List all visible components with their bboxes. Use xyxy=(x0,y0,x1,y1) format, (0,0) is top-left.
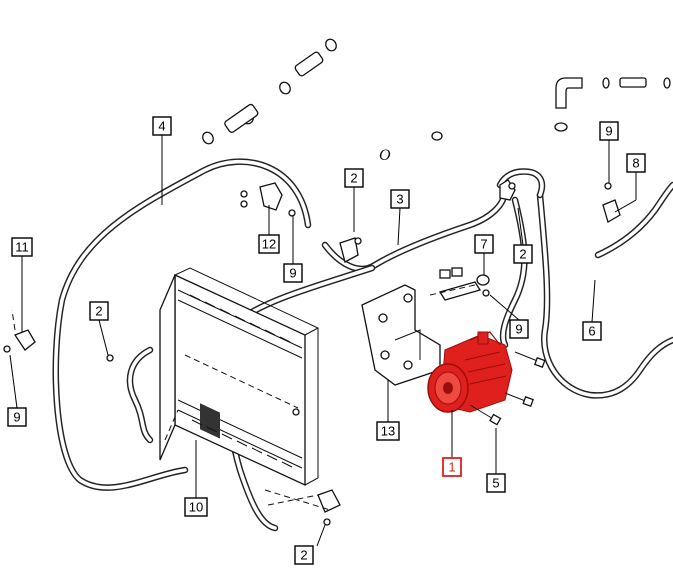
callout-7[interactable]: 7 xyxy=(474,234,494,254)
callout-13-label: 13 xyxy=(381,424,395,439)
leader-lines xyxy=(9,135,637,547)
callout-4-label: 4 xyxy=(158,119,165,134)
callout-9-top-right-label: 9 xyxy=(605,124,612,139)
callout-6-label: 6 xyxy=(588,324,595,339)
callout-2-top[interactable]: 2 xyxy=(344,168,364,188)
callout-9-top-right[interactable]: 9 xyxy=(599,121,619,141)
compressor-bracket xyxy=(361,284,441,386)
callout-1-highlighted[interactable]: 1 xyxy=(442,457,462,477)
callout-10-label: 10 xyxy=(189,500,203,515)
callout-13[interactable]: 13 xyxy=(376,421,400,441)
compressor-bolts xyxy=(469,351,546,426)
callout-11-label: 11 xyxy=(15,240,29,255)
callout-12-label: 12 xyxy=(262,237,276,252)
callout-7-label: 7 xyxy=(480,237,487,252)
callout-2-bottom[interactable]: 2 xyxy=(294,545,314,565)
callout-9-right[interactable]: 9 xyxy=(509,319,529,339)
callout-5[interactable]: 5 xyxy=(486,473,506,493)
callout-8[interactable]: 8 xyxy=(626,153,646,173)
callout-9-center[interactable]: 9 xyxy=(283,263,303,283)
callout-8-label: 8 xyxy=(632,156,639,171)
top-fittings: O xyxy=(202,38,671,164)
callout-12[interactable]: 12 xyxy=(258,234,280,254)
svg-text:O: O xyxy=(379,147,391,164)
callout-2-left-label: 2 xyxy=(95,304,102,319)
refrigerant-hoses xyxy=(52,158,673,532)
condenser xyxy=(159,267,320,487)
callout-9-center-label: 9 xyxy=(289,266,296,281)
callout-2-left[interactable]: 2 xyxy=(89,301,109,321)
assembly-guides xyxy=(11,284,476,511)
callout-9-left-label: 9 xyxy=(13,410,20,425)
callout-2-right[interactable]: 2 xyxy=(513,244,533,264)
callout-2-top-label: 2 xyxy=(350,171,357,186)
callout-2-right-label: 2 xyxy=(519,247,526,262)
callout-2-bottom-label: 2 xyxy=(300,548,307,563)
callout-1-label: 1 xyxy=(448,460,455,475)
callout-9-left[interactable]: 9 xyxy=(7,407,27,427)
callout-9-right-label: 9 xyxy=(515,322,522,337)
callout-3-label: 3 xyxy=(396,192,403,207)
callout-11[interactable]: 11 xyxy=(11,237,33,257)
callout-10[interactable]: 10 xyxy=(184,497,208,517)
ac-compressor xyxy=(427,331,513,413)
callout-4[interactable]: 4 xyxy=(152,116,172,136)
callout-5-label: 5 xyxy=(492,476,499,491)
small-fittings xyxy=(3,179,621,526)
callout-3[interactable]: 3 xyxy=(390,189,410,209)
callout-6[interactable]: 6 xyxy=(582,321,602,341)
